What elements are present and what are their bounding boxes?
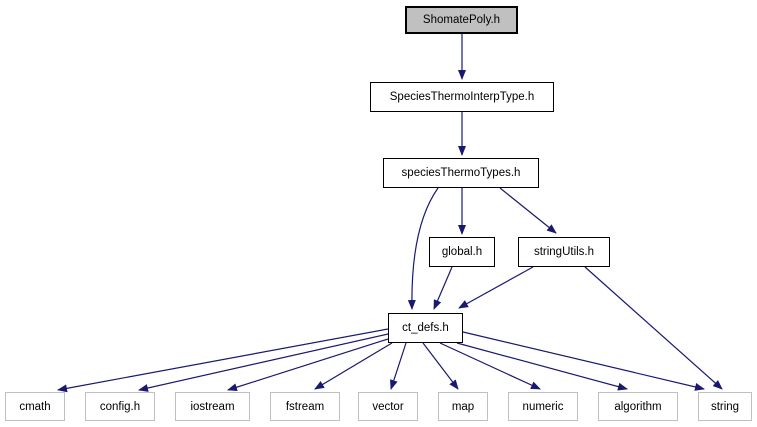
edge-stringutils-to-ctdefs	[458, 266, 534, 309]
edge-ctdefs-to-string	[462, 331, 705, 391]
edge-ctdefs-to-vector	[389, 342, 407, 390]
node-numeric: numeric	[508, 392, 578, 421]
edge-speciesthermotypes-to-ctdefs	[407, 187, 439, 310]
edge-global-to-ctdefs	[433, 266, 453, 310]
edge-stringutils-to-string	[584, 266, 723, 390]
node-speciesthermointerptype-h[interactable]: SpeciesThermoInterpType.h	[370, 82, 554, 112]
edge-ctdefs-to-algorithm	[456, 342, 628, 391]
node-fstream: fstream	[270, 392, 340, 421]
edge-ctdefs-to-map	[422, 342, 459, 390]
node-global-h[interactable]: global.h	[429, 237, 495, 267]
edge-ctdefs-to-config	[138, 333, 389, 392]
node-ct-defs-h[interactable]: ct_defs.h	[388, 313, 463, 343]
node-string: string	[698, 392, 752, 421]
edge-ctdefs-to-cmath	[57, 328, 389, 393]
node-vector: vector	[358, 392, 418, 421]
node-iostream: iostream	[175, 392, 250, 421]
edge-ctdefs-to-iostream	[227, 338, 389, 392]
edge-speciesthermotypes-to-stringutils	[499, 187, 557, 234]
node-speciesthermotypes-h[interactable]: speciesThermoTypes.h	[383, 158, 539, 188]
node-config-h: config.h	[85, 392, 155, 421]
node-shomatepoly-h: ShomatePoly.h	[405, 6, 518, 34]
node-stringutils-h[interactable]: stringUtils.h	[518, 237, 610, 267]
node-map: map	[438, 392, 488, 421]
edge-ctdefs-to-numeric	[439, 342, 541, 390]
edge-ctdefs-to-fstream	[314, 342, 393, 390]
node-cmath: cmath	[5, 392, 65, 421]
node-algorithm: algorithm	[598, 392, 678, 421]
